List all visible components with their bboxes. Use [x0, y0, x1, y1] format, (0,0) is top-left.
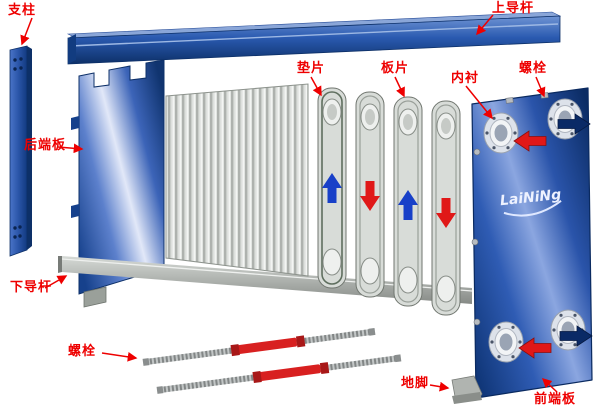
label-plate: 板片 [381, 61, 410, 76]
rear-plate-foot [83, 286, 107, 308]
upper-guide-bar [66, 11, 562, 65]
pointer-foot [429, 381, 450, 392]
pointer-plate [394, 76, 405, 98]
label-bolt-top: 螺栓 [519, 61, 548, 76]
pointer-bolt-top [535, 76, 546, 98]
brand-logo: LaiNiNg [499, 187, 562, 209]
port-bottom-left [488, 321, 524, 363]
pointer-liner [465, 85, 493, 120]
tie-bolt-1 [142, 327, 376, 366]
label-rear-end-plate: 后端板 [24, 138, 67, 153]
brand-swoosh [503, 200, 562, 217]
plate-2 [355, 91, 385, 298]
front-end-plate: LaiNiNg [471, 87, 593, 399]
label-lower-guide-bar: 下导杆 [10, 280, 53, 295]
label-support-column: 支柱 [8, 3, 37, 18]
pointer-gasket [310, 76, 322, 97]
plate-3 [393, 96, 423, 307]
label-upper-guide-bar: 上导杆 [492, 1, 535, 16]
port-top-left [483, 112, 519, 154]
pointer-rear-end-plate [57, 143, 84, 154]
support-column [9, 45, 32, 257]
label-front-end-plate: 前端板 [534, 392, 577, 407]
label-foot: 地脚 [401, 376, 430, 391]
pointer-lower-guide-bar [44, 275, 68, 289]
plate-1 [317, 87, 347, 289]
rear-end-plate [71, 59, 165, 308]
tie-bolt-2 [156, 354, 402, 394]
foot-bracket [451, 375, 483, 404]
label-gasket: 垫片 [297, 61, 326, 76]
pointer-bolt-bottom [101, 351, 138, 362]
pointer-front-end-plate [541, 378, 558, 393]
callout-arrows [20, 14, 558, 393]
label-bolt-bottom: 螺栓 [68, 344, 97, 359]
pointer-upper-guide-bar [476, 14, 494, 36]
label-liner: 内衬 [451, 71, 480, 86]
plate-stack [165, 83, 309, 277]
pointer-support-column [20, 17, 33, 46]
plate-4 [431, 100, 461, 316]
